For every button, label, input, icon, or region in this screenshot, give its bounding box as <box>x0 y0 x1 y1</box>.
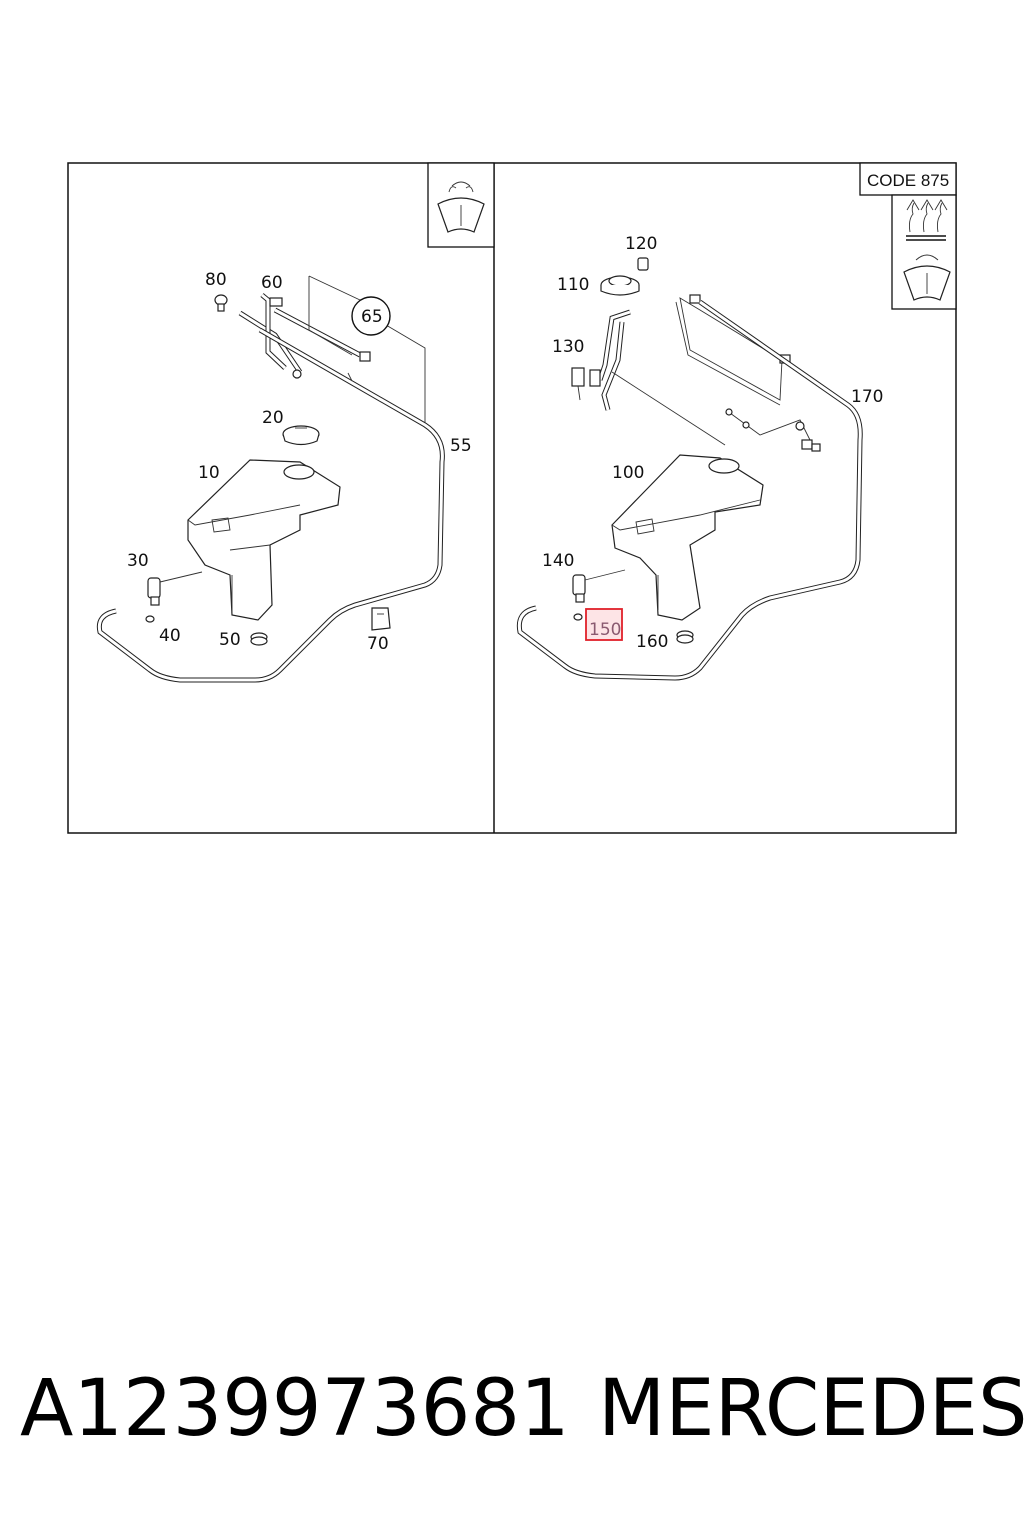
callout-20: 20 <box>262 408 284 428</box>
left-panel: 80 60 65 20 55 10 30 40 50 70 <box>96 162 495 683</box>
callout-110: 110 <box>557 275 589 295</box>
callout-40: 40 <box>159 626 181 646</box>
part-110 <box>600 275 640 296</box>
part-10 <box>187 459 341 621</box>
callout-10: 10 <box>198 463 220 483</box>
part-120 <box>637 257 649 271</box>
callout-70: 70 <box>367 634 389 654</box>
callout-150: 150 <box>589 620 621 640</box>
highlight-box-150 <box>585 608 623 641</box>
part-170-hose <box>516 299 863 681</box>
callout-60: 60 <box>261 273 283 293</box>
callout-130: 130 <box>552 337 584 357</box>
callout-160: 160 <box>636 632 668 652</box>
part-30 <box>147 571 203 606</box>
part-number: A1239973681 <box>20 1364 570 1454</box>
part-150 <box>573 613 583 621</box>
callout-65: 65 <box>361 307 383 327</box>
code-box: CODE 875 <box>859 162 957 196</box>
part-60 <box>238 293 371 379</box>
part-40 <box>145 615 155 623</box>
part-20 <box>282 425 320 446</box>
part-100 <box>611 454 764 621</box>
part-55-hose <box>96 327 445 683</box>
windshield-washer-icon <box>427 162 495 248</box>
callout-100: 100 <box>612 463 644 483</box>
callout-80: 80 <box>205 270 227 290</box>
heated-washer-icon <box>891 194 957 310</box>
callout-55: 55 <box>450 436 472 456</box>
brand-name: MERCEDES <box>598 1364 1024 1454</box>
callout-140: 140 <box>542 551 574 571</box>
part-65-bracket <box>308 275 426 425</box>
callout-120: 120 <box>625 234 657 254</box>
part-160 <box>676 630 694 644</box>
code-label: CODE 875 <box>867 171 949 190</box>
part-50 <box>250 632 268 646</box>
callout-170: 170 <box>851 387 883 407</box>
part-70 <box>371 607 391 631</box>
part-130 <box>571 309 726 446</box>
part-140 <box>572 569 626 603</box>
right-panel: CODE 875 <box>516 162 957 681</box>
part-80 <box>214 294 228 312</box>
callout-30: 30 <box>127 551 149 571</box>
callout-50: 50 <box>219 630 241 650</box>
diagram-frame <box>67 162 957 834</box>
